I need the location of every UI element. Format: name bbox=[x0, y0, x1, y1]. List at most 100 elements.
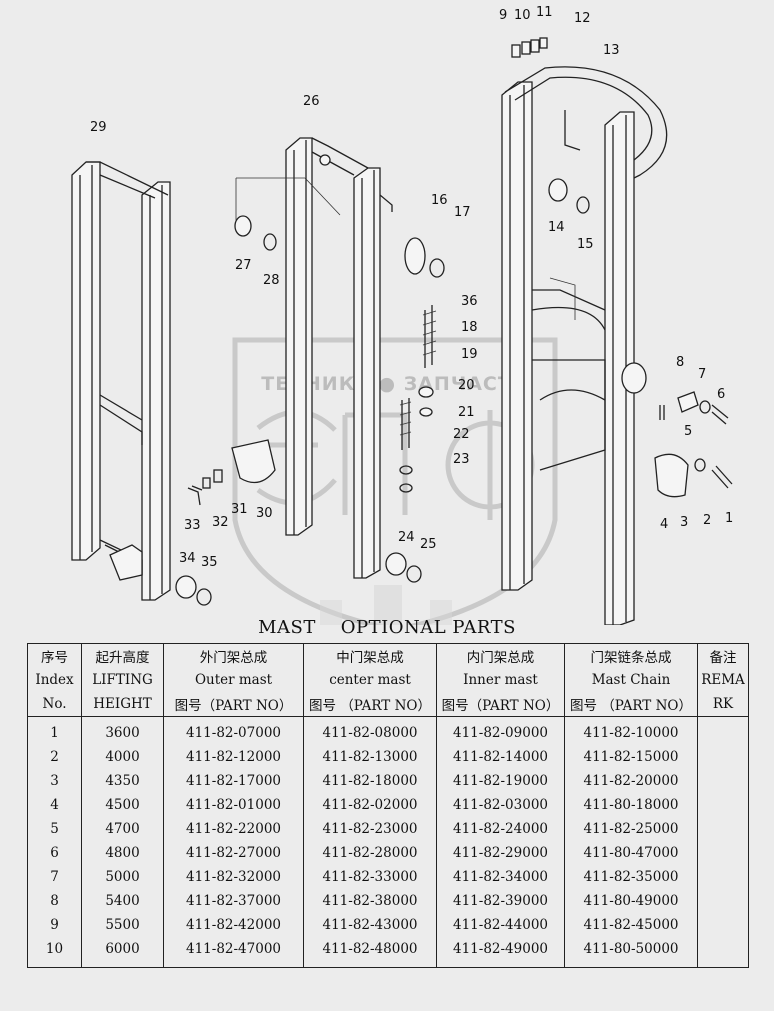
header-row-partno: No. HEIGHT 图号（PART NO） 图号 （PART NO） 图号（P… bbox=[27, 692, 749, 717]
callout-20: 20 bbox=[458, 378, 475, 393]
header-center-partno: 图号 （PART NO） bbox=[303, 692, 437, 717]
cell-inner-mast-part-no: 411-82-34000 bbox=[436, 865, 565, 889]
header-index-cn: 序号 bbox=[27, 643, 82, 668]
cell-remark bbox=[697, 841, 749, 865]
callout-26: 26 bbox=[303, 94, 320, 109]
cell-center-mast-part-no: 411-82-48000 bbox=[303, 937, 437, 968]
callout-12: 12 bbox=[574, 11, 591, 26]
callout-labels: 1 2 3 4 5 6 7 8 9 10 11 12 13 14 15 16 1… bbox=[90, 5, 733, 570]
cell-remark bbox=[697, 745, 749, 769]
cell-mast-chain-part-no: 411-80-47000 bbox=[564, 841, 698, 865]
cell-index: 3 bbox=[27, 769, 82, 793]
cell-outer-mast-part-no: 411-82-22000 bbox=[163, 817, 304, 841]
cell-index: 1 bbox=[27, 716, 82, 745]
callout-1: 1 bbox=[725, 511, 733, 526]
callout-8: 8 bbox=[676, 355, 684, 370]
callout-17: 17 bbox=[454, 205, 471, 220]
header-height-cn: 起升高度 bbox=[81, 643, 164, 668]
cell-remark bbox=[697, 716, 749, 745]
cell-remark bbox=[697, 937, 749, 968]
cell-remark bbox=[697, 913, 749, 937]
callout-21: 21 bbox=[458, 405, 475, 420]
callout-35: 35 bbox=[201, 555, 218, 570]
cell-lifting-height: 4350 bbox=[81, 769, 164, 793]
callout-4: 4 bbox=[660, 517, 668, 532]
cell-remark bbox=[697, 865, 749, 889]
callout-31: 31 bbox=[231, 502, 248, 517]
header-remark-en: REMA bbox=[697, 668, 749, 692]
header-inner-cn: 内门架总成 bbox=[436, 643, 565, 668]
cell-center-mast-part-no: 411-82-33000 bbox=[303, 865, 437, 889]
cell-center-mast-part-no: 411-82-23000 bbox=[303, 817, 437, 841]
cell-lifting-height: 5000 bbox=[81, 865, 164, 889]
cell-outer-mast-part-no: 411-82-37000 bbox=[163, 889, 304, 913]
cell-outer-mast-part-no: 411-82-27000 bbox=[163, 841, 304, 865]
callout-11: 11 bbox=[536, 5, 553, 20]
cell-outer-mast-part-no: 411-82-12000 bbox=[163, 745, 304, 769]
callout-25: 25 bbox=[420, 537, 437, 552]
cell-lifting-height: 6000 bbox=[81, 937, 164, 968]
header-remark-rk: RK bbox=[697, 692, 749, 717]
cell-center-mast-part-no: 411-82-38000 bbox=[303, 889, 437, 913]
cell-remark bbox=[697, 793, 749, 817]
header-height-label: HEIGHT bbox=[81, 692, 164, 717]
cell-index: 6 bbox=[27, 841, 82, 865]
header-center-cn: 中门架总成 bbox=[303, 643, 437, 668]
cell-mast-chain-part-no: 411-82-20000 bbox=[564, 769, 698, 793]
cell-outer-mast-part-no: 411-82-07000 bbox=[163, 716, 304, 745]
cell-inner-mast-part-no: 411-82-19000 bbox=[436, 769, 565, 793]
callout-23: 23 bbox=[453, 452, 470, 467]
header-row-chinese: 序号 起升高度 外门架总成 中门架总成 内门架总成 门架链条总成 备注 bbox=[27, 643, 749, 668]
cell-inner-mast-part-no: 411-82-44000 bbox=[436, 913, 565, 937]
cell-lifting-height: 3600 bbox=[81, 716, 164, 745]
callout-19: 19 bbox=[461, 347, 478, 362]
cell-center-mast-part-no: 411-82-02000 bbox=[303, 793, 437, 817]
cell-center-mast-part-no: 411-82-43000 bbox=[303, 913, 437, 937]
callout-10: 10 bbox=[514, 8, 531, 23]
cell-index: 5 bbox=[27, 817, 82, 841]
cell-inner-mast-part-no: 411-82-24000 bbox=[436, 817, 565, 841]
cell-index: 7 bbox=[27, 865, 82, 889]
callout-36: 36 bbox=[461, 294, 478, 309]
cell-outer-mast-part-no: 411-82-47000 bbox=[163, 937, 304, 968]
inner-mast-drawing bbox=[501, 66, 668, 625]
callout-29: 29 bbox=[90, 120, 107, 135]
center-mast-drawing bbox=[285, 137, 393, 579]
callout-14: 14 bbox=[548, 220, 565, 235]
small-parts bbox=[175, 37, 733, 606]
cell-center-mast-part-no: 411-82-28000 bbox=[303, 841, 437, 865]
cell-outer-mast-part-no: 411-82-32000 bbox=[163, 865, 304, 889]
cell-mast-chain-part-no: 411-82-25000 bbox=[564, 817, 698, 841]
callout-3: 3 bbox=[680, 515, 688, 530]
cell-lifting-height: 5500 bbox=[81, 913, 164, 937]
cell-center-mast-part-no: 411-82-08000 bbox=[303, 716, 437, 745]
mast-optional-parts-table: 序号 起升高度 外门架总成 中门架总成 内门架总成 门架链条总成 备注 Inde… bbox=[27, 643, 749, 968]
cell-outer-mast-part-no: 411-82-01000 bbox=[163, 793, 304, 817]
cell-inner-mast-part-no: 411-82-49000 bbox=[436, 937, 565, 968]
callout-9: 9 bbox=[499, 8, 507, 23]
cell-mast-chain-part-no: 411-82-35000 bbox=[564, 865, 698, 889]
header-outer-cn: 外门架总成 bbox=[163, 643, 304, 668]
callout-27: 27 bbox=[235, 258, 252, 273]
cell-index: 2 bbox=[27, 745, 82, 769]
watermark-logo bbox=[232, 337, 558, 625]
cell-lifting-height: 4800 bbox=[81, 841, 164, 865]
header-index-no: No. bbox=[27, 692, 82, 717]
callout-6: 6 bbox=[717, 387, 725, 402]
cell-lifting-height: 4700 bbox=[81, 817, 164, 841]
cell-index: 4 bbox=[27, 793, 82, 817]
cell-mast-chain-part-no: 411-82-45000 bbox=[564, 913, 698, 937]
callout-2: 2 bbox=[703, 513, 711, 528]
callout-16: 16 bbox=[431, 193, 448, 208]
cell-center-mast-part-no: 411-82-13000 bbox=[303, 745, 437, 769]
mast-exploded-diagram: ТЕХНИКА ● ЗАПЧАСТИ bbox=[71, 5, 733, 625]
cell-inner-mast-part-no: 411-82-39000 bbox=[436, 889, 565, 913]
